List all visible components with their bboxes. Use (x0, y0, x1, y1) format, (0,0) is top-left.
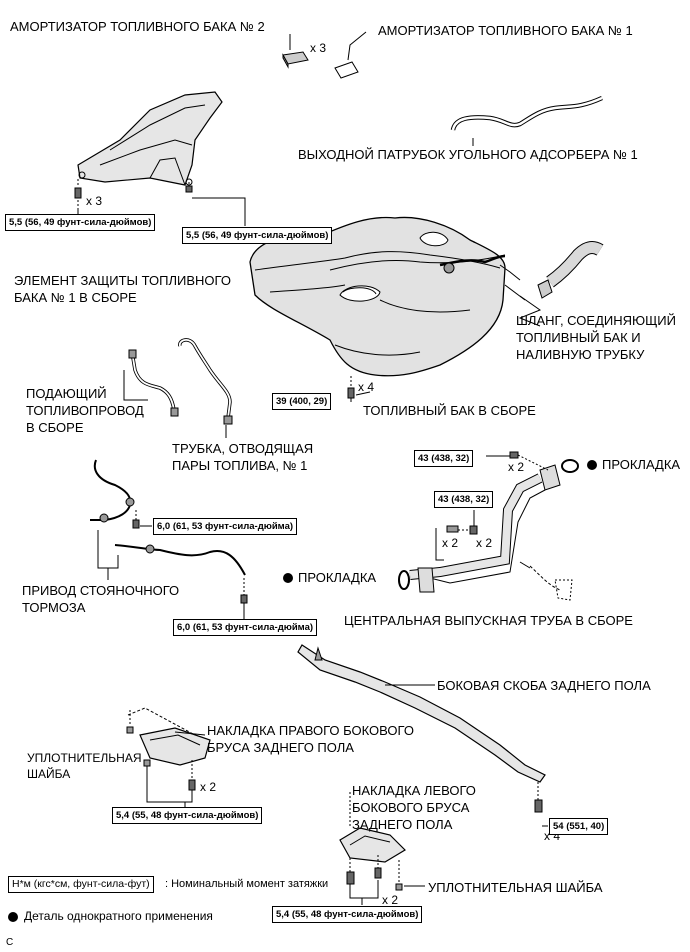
label-parking-brake-cable-line2: ТОРМОЗА (22, 600, 86, 615)
qty-pipe-bolts-mid: x 2 (476, 536, 493, 550)
torque-spec-cable-1: 6,0 (61, 53 фунт-сила-дюйма) (153, 518, 298, 535)
torque-spec-tank: 39 (400, 29) (272, 393, 332, 410)
figure-code: C (6, 937, 14, 948)
qty-protector-bolts: x 3 (86, 194, 103, 208)
label-fuel-tank-protector-line2: БАКА № 1 В СБОРЕ (14, 290, 137, 305)
qty-tank-bolts: x 4 (358, 380, 375, 394)
torque-spec-pipe-top: 43 (438, 32) (414, 450, 474, 467)
torque-spec-bracket: 54 (551, 40) (549, 818, 609, 835)
label-lh-floor-cover-line2: БОКОВОГО БРУСА (352, 800, 470, 815)
single-use-mark-icon (587, 460, 597, 470)
label-center-exhaust-pipe: ЦЕНТРАЛЬНАЯ ВЫПУСКНАЯ ТРУБА В СБОРЕ (344, 613, 633, 628)
label-charcoal-canister-outlet-pipe: ВЫХОДНОЙ ПАТРУБОК УГОЛЬНОГО АДСОРБЕРА № … (298, 147, 638, 162)
single-use-mark-icon (283, 573, 293, 583)
qty-rh-cover-bolts: x 2 (200, 780, 217, 794)
label-lh-floor-cover-line1: НАКЛАДКА ЛЕВОГО (352, 783, 476, 798)
qty-lh-cover-bolts: x 2 (382, 893, 399, 907)
rh-cover-part (139, 727, 211, 766)
label-fuel-feed-line1: ПОДАЮЩИЙ (26, 386, 107, 401)
torque-spec-rh-cover: 5,4 (55, 48 фунт-сила-дюймов) (112, 807, 263, 824)
label-rear-floor-side-bracket: БОКОВАЯ СКОБА ЗАДНЕГО ПОЛА (437, 678, 651, 693)
pipe-flange (539, 464, 561, 491)
qty-pipe-bolts-top: x 2 (508, 460, 525, 474)
label-gasket-top: ПРОКЛАДКА (602, 457, 681, 472)
legend-torque-desc: : Номинальный момент затяжки (165, 878, 329, 890)
lh-cover-part (339, 827, 406, 863)
label-fuel-tank-damper-2: АМОРТИЗАТОР ТОПЛИВНОГО БАКА № 2 (10, 19, 265, 34)
label-fuel-tank-protector-line1: ЭЛЕМЕНТ ЗАЩИТЫ ТОПЛИВНОГО (14, 273, 231, 288)
label-fuel-feed-line2: ТОПЛИВОПРОВОД (26, 403, 144, 418)
torque-spec-cable-2: 6,0 (61, 53 фунт-сила-дюйма) (173, 619, 318, 636)
damper-1-part (334, 61, 359, 79)
label-rh-floor-cover-line1: НАКЛАДКА ПРАВОГО БОКОВОГО (207, 723, 414, 738)
qty-springs: x 2 (442, 536, 459, 550)
label-gasket-left: ПРОКЛАДКА (298, 570, 377, 585)
qty-damper-2: x 3 (310, 41, 327, 55)
torque-spec-protector-nut: 5,5 (56, 49 фунт-сила-дюймов) (182, 227, 333, 244)
label-parking-brake-cable-line1: ПРИВОД СТОЯНОЧНОГО (22, 583, 180, 598)
label-lh-floor-cover-line3: ЗАДНЕГО ПОЛА (352, 817, 453, 832)
torque-spec-protector: 5,5 (56, 49 фунт-сила-дюймов) (5, 214, 156, 231)
label-seal-washer-line1: УПЛОТНИТЕЛЬНАЯ (27, 751, 142, 765)
label-filler-hose-line1: ШЛАНГ, СОЕДИНЯЮЩИЙ (516, 313, 676, 328)
label-fuel-feed-line3: В СБОРЕ (26, 420, 84, 435)
label-seal-washer-line2: ШАЙБА (27, 767, 71, 781)
label-vapor-tube-line1: ТРУБКА, ОТВОДЯЩАЯ (172, 441, 314, 456)
torque-spec-lh-cover: 5,4 (55, 48 фунт-сила-дюймов) (272, 906, 423, 923)
label-rh-floor-cover-line2: БРУСА ЗАДНЕГО ПОЛА (207, 740, 354, 755)
side-bracket-part (297, 644, 546, 783)
single-use-legend-icon (8, 912, 18, 922)
label-filler-hose-line3: НАЛИВНУЮ ТРУБКУ (516, 347, 645, 362)
torque-spec-pipe-mid: 43 (438, 32) (434, 491, 494, 508)
legend-single-use: Деталь однократного применения (24, 909, 213, 923)
protector-part (77, 91, 223, 186)
legend-torque-unit: Н*м (кгс*см, фунт-сила-фут) (8, 876, 154, 893)
label-filler-hose-line2: ТОПЛИВНЫЙ БАК И (516, 330, 641, 345)
label-seal-washer-bottom: УПЛОТНИТЕЛЬНАЯ ШАЙБА (428, 880, 603, 895)
label-vapor-tube-line2: ПАРЫ ТОПЛИВА, № 1 (172, 458, 308, 473)
label-fuel-tank-damper-1: АМОРТИЗАТОР ТОПЛИВНОГО БАКА № 1 (378, 23, 633, 38)
label-fuel-tank-assembly: ТОПЛИВНЫЙ БАК В СБОРЕ (363, 403, 536, 418)
